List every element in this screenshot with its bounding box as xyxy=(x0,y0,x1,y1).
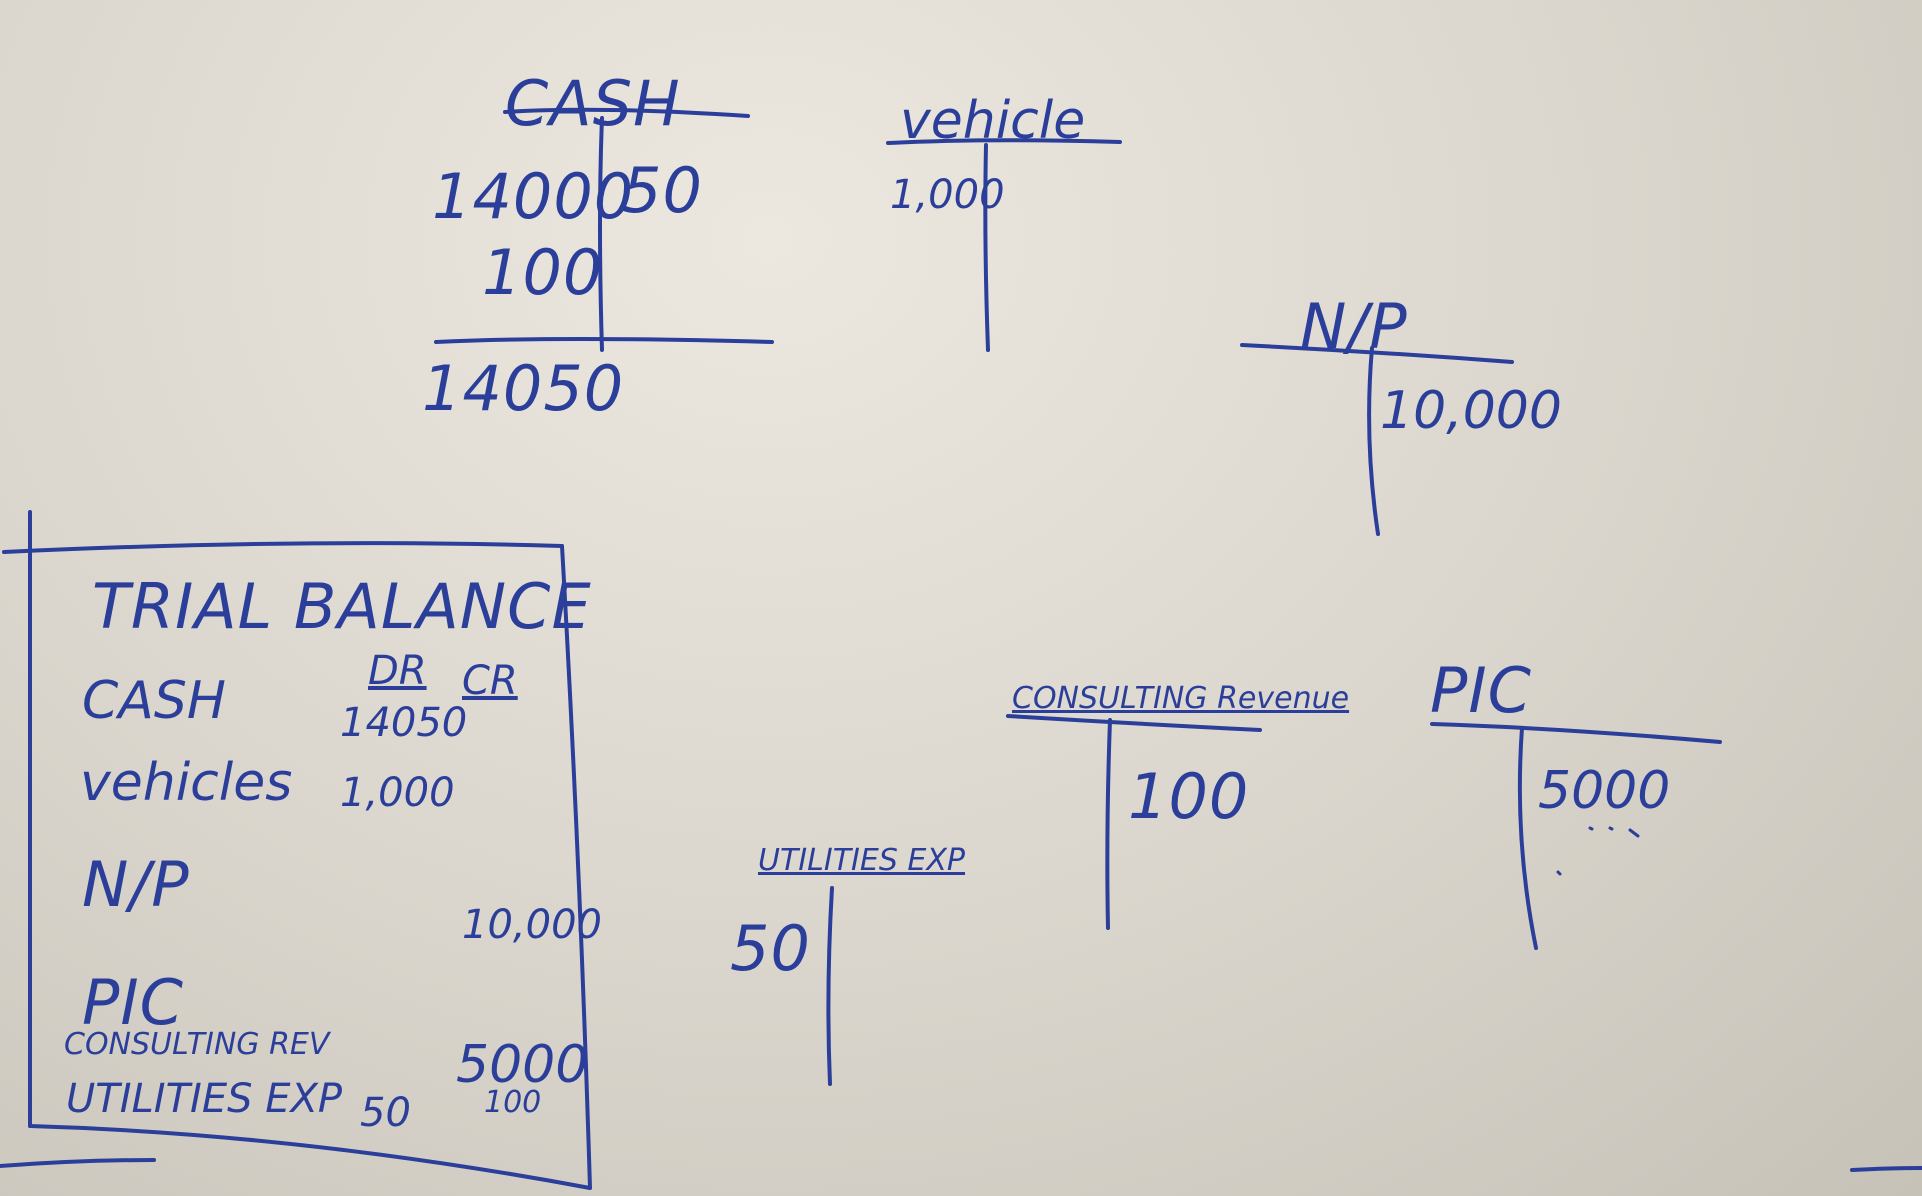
tb-row-utilities-dr: 50 xyxy=(360,1090,411,1136)
t-account-paid-in-capital: PIC 5000 xyxy=(1430,654,1722,950)
trial-balance-right-border xyxy=(560,544,592,1190)
consulting-credit-1: 100 xyxy=(1128,760,1249,833)
trial-balance-bottom-border xyxy=(28,1124,592,1190)
np-top-line xyxy=(1240,343,1514,364)
stray-mark-left xyxy=(0,1158,156,1168)
tb-row-cash-label: CASH xyxy=(82,671,226,731)
tb-row-cash-dr: 14050 xyxy=(340,700,467,746)
cash-top-line xyxy=(503,107,750,118)
column-cr-header: CR xyxy=(462,658,518,704)
t-account-vehicle: vehicle 1,000 xyxy=(886,91,1122,352)
t-account-cash: CASH 14000 100 50 14050 xyxy=(422,67,774,425)
cash-total-line xyxy=(434,337,774,344)
stray-mark-right xyxy=(1850,1166,1922,1172)
t-account-consulting-revenue: CONSULTING Revenue 100 xyxy=(1006,681,1349,930)
vehicle-center-line xyxy=(983,143,990,352)
pic-top-line xyxy=(1430,722,1722,744)
column-dr-header: DR xyxy=(368,648,427,694)
t-account-utilities-expense: UTILITIES EXP 50 xyxy=(730,843,966,1086)
cash-balance: 14050 xyxy=(422,352,624,425)
consulting-center-line xyxy=(1105,718,1112,930)
pic-center-line xyxy=(1517,726,1538,950)
trial-balance-title: TRIAL BALANCE xyxy=(92,570,592,643)
vehicle-top-line xyxy=(886,138,1122,145)
cash-debit-2: 100 xyxy=(482,236,603,309)
np-credit-1: 10,000 xyxy=(1380,381,1562,441)
tb-row-vehicles-dr: 1,000 xyxy=(340,770,455,816)
consulting-title: CONSULTING Revenue xyxy=(1012,681,1349,716)
pic-title: PIC xyxy=(1430,654,1532,727)
tb-row-pic-label: PIC xyxy=(82,966,184,1039)
utilities-title: UTILITIES EXP xyxy=(758,843,966,878)
cash-title: CASH xyxy=(505,67,681,140)
trial-balance-top-border xyxy=(2,541,564,554)
trial-balance: TRIAL BALANCE DR CR CASH 14050 vehicles … xyxy=(2,510,602,1190)
tb-row-utilities-label: UTILITIES EXP xyxy=(66,1076,343,1122)
tb-row-pic-cr: 5000 xyxy=(456,1035,588,1095)
tb-row-consulting-label: CONSULTING REV xyxy=(64,1027,332,1062)
vehicle-debit-1: 1,000 xyxy=(890,172,1005,218)
pic-credit-1: 5000 xyxy=(1538,761,1670,821)
tb-row-np-label: N/P xyxy=(82,848,190,921)
pic-marks xyxy=(1556,826,1640,876)
cash-credit-1: 50 xyxy=(622,154,703,227)
cash-debit-1: 14000 xyxy=(432,160,634,233)
tb-row-np-cr: 10,000 xyxy=(462,902,602,948)
cash-center-line xyxy=(598,116,604,352)
tb-row-vehicles-label: vehicles xyxy=(80,753,292,813)
utilities-debit-1: 50 xyxy=(730,912,811,985)
utilities-center-line xyxy=(826,886,834,1086)
consulting-top-line xyxy=(1006,714,1262,732)
np-center-line xyxy=(1367,346,1380,536)
t-account-notes-payable: N/P 10,000 xyxy=(1240,290,1562,536)
tb-row-consulting-cr: 100 xyxy=(484,1085,541,1120)
